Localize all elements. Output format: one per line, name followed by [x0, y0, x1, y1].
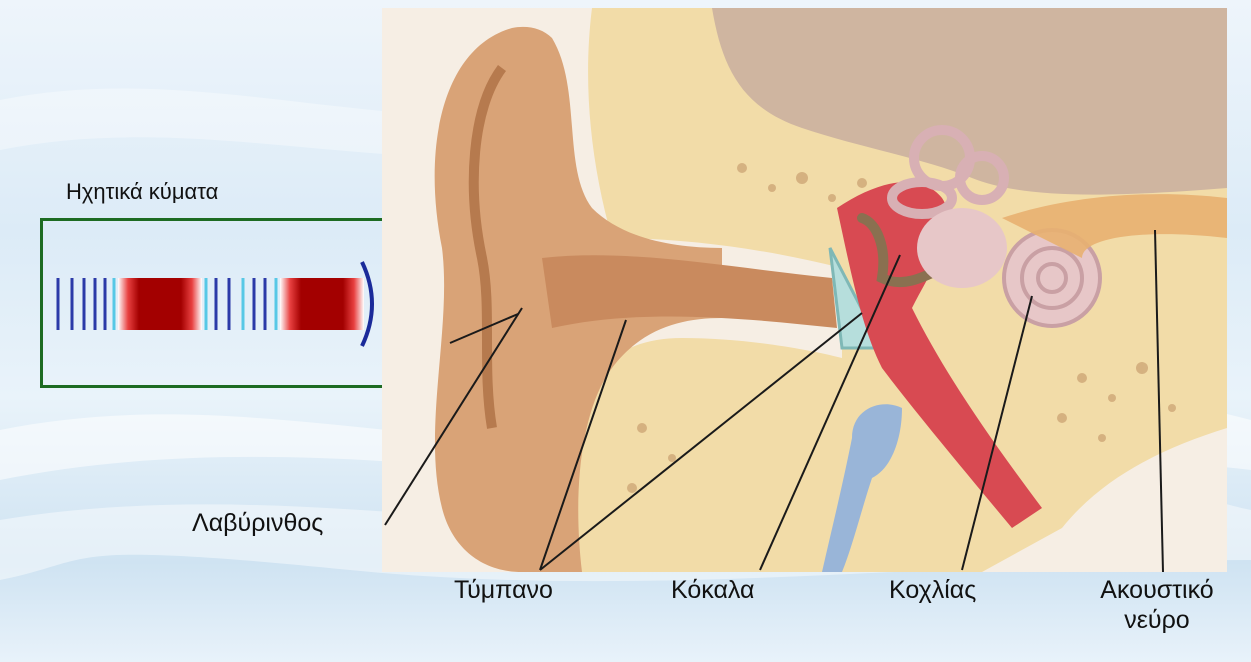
compression-band-2 — [280, 278, 364, 330]
rarefaction-lines-middle — [206, 278, 276, 330]
label-eardrum: Τύμπανο — [454, 575, 553, 605]
label-auditory-nerve: Ακουστικό νεύρο — [1072, 575, 1242, 635]
ear-anatomy-illustration — [382, 8, 1227, 572]
label-cochlea: Κοχλίας — [889, 575, 976, 605]
label-bones: Κόκαλα — [671, 575, 755, 605]
compression-band-1 — [118, 278, 202, 330]
sound-waves-title: Ηχητικά κύματα — [66, 177, 218, 207]
sound-wave-graphic — [40, 218, 400, 388]
label-labyrinth: Λαβύρινθος — [192, 508, 323, 538]
rarefaction-lines-left — [58, 278, 114, 330]
